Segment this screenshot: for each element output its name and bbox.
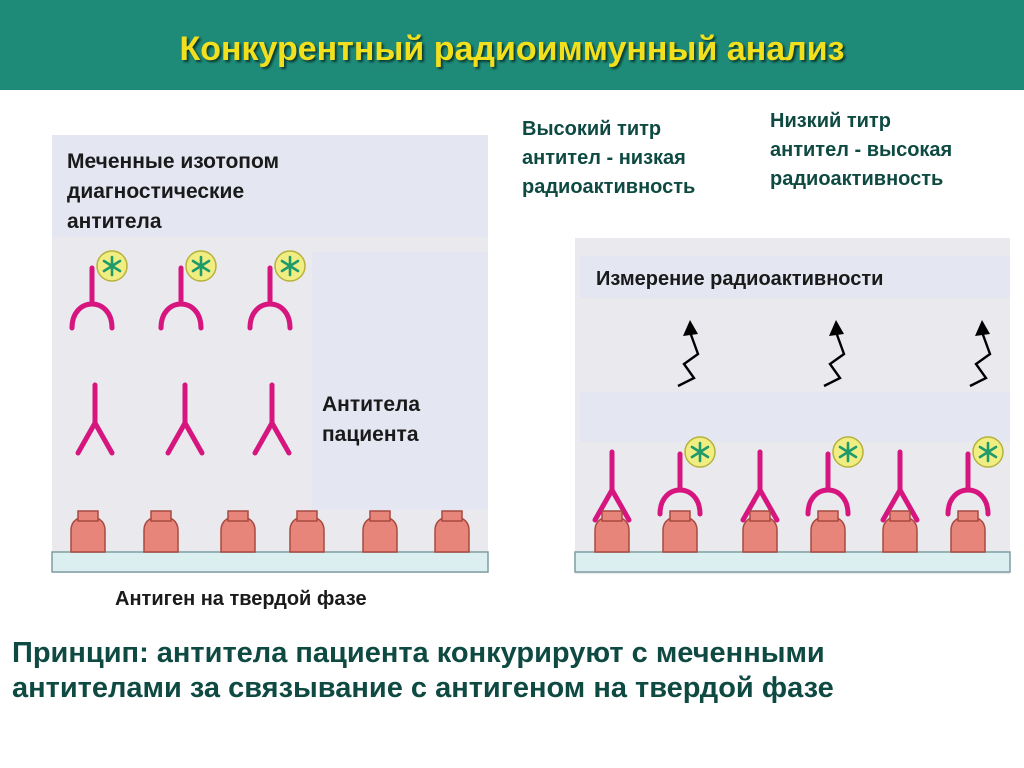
solid-phase-bar	[574, 551, 1011, 573]
solid-phase-bar	[51, 551, 489, 573]
header-bar: Конкурентный радиоиммунный анализ	[0, 0, 1024, 90]
radioactive-label-icon	[683, 435, 717, 469]
high-titer-label: Высокий титр антител - низкая радиоактив…	[522, 118, 696, 198]
radioactive-label-icon	[184, 249, 218, 283]
solid-phase-label: Антиген на твердой фазе	[115, 588, 367, 610]
radioactive-label-icon	[95, 249, 129, 283]
radioactive-label-icon	[831, 435, 865, 469]
measurement-label: Измерение радиоактивности	[596, 268, 884, 290]
page-title: Конкурентный радиоиммунный анализ	[179, 30, 845, 68]
left-panel	[51, 135, 489, 573]
low-titer-label: Низкий титр антител - высокая радиоактив…	[770, 110, 953, 190]
measurement-label-box	[580, 256, 1010, 298]
patient-antibodies-label: Антитела пациента	[322, 393, 421, 446]
patient-antibodies-label-box	[312, 252, 488, 510]
labeled-antibodies-label: Меченные изотопом диагностические антите…	[67, 150, 280, 233]
labeled-antibodies-label-box	[52, 135, 488, 237]
right-panel-band	[580, 392, 1010, 442]
right-panel	[574, 238, 1011, 574]
radioactive-label-icon	[273, 249, 307, 283]
radioactive-label-icon	[971, 435, 1005, 469]
principle-text: Принцип: антитела пациента конкурируют с…	[12, 637, 834, 704]
